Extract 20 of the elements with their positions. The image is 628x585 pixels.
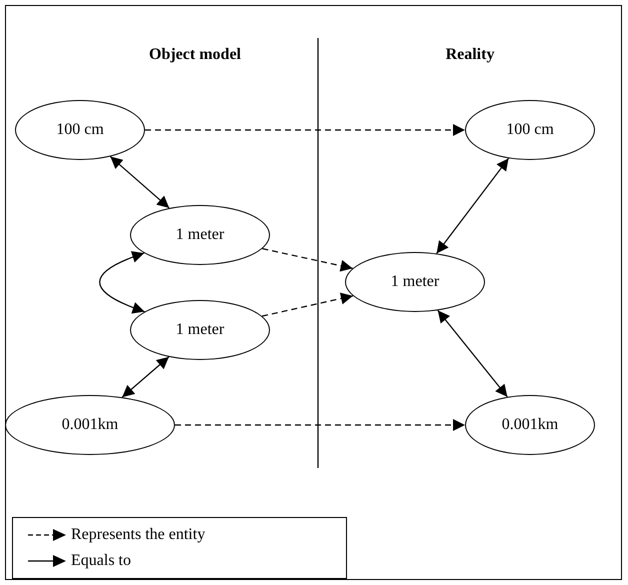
node-label: 1 meter — [176, 225, 224, 245]
node-label: 0.001km — [502, 415, 558, 435]
arrow — [437, 310, 508, 398]
arrow — [175, 419, 465, 431]
node-label: 100 cm — [506, 120, 554, 140]
column-heading: Reality — [446, 45, 494, 65]
arrow — [145, 124, 465, 136]
node-label: 1 meter — [390, 272, 440, 292]
node-label: 1 meter — [176, 320, 224, 340]
legend-label: Equals to — [71, 551, 131, 571]
arrow — [262, 248, 353, 272]
column-heading: Object model — [149, 45, 241, 65]
node-label: 100 cm — [56, 120, 104, 140]
arrow — [122, 356, 170, 398]
arrow — [436, 158, 510, 254]
arrow — [99, 251, 145, 314]
legend-label: Represents the entity — [71, 525, 206, 545]
node-label: 0.001km — [62, 415, 118, 435]
arrow — [262, 292, 354, 317]
arrow — [110, 156, 170, 209]
